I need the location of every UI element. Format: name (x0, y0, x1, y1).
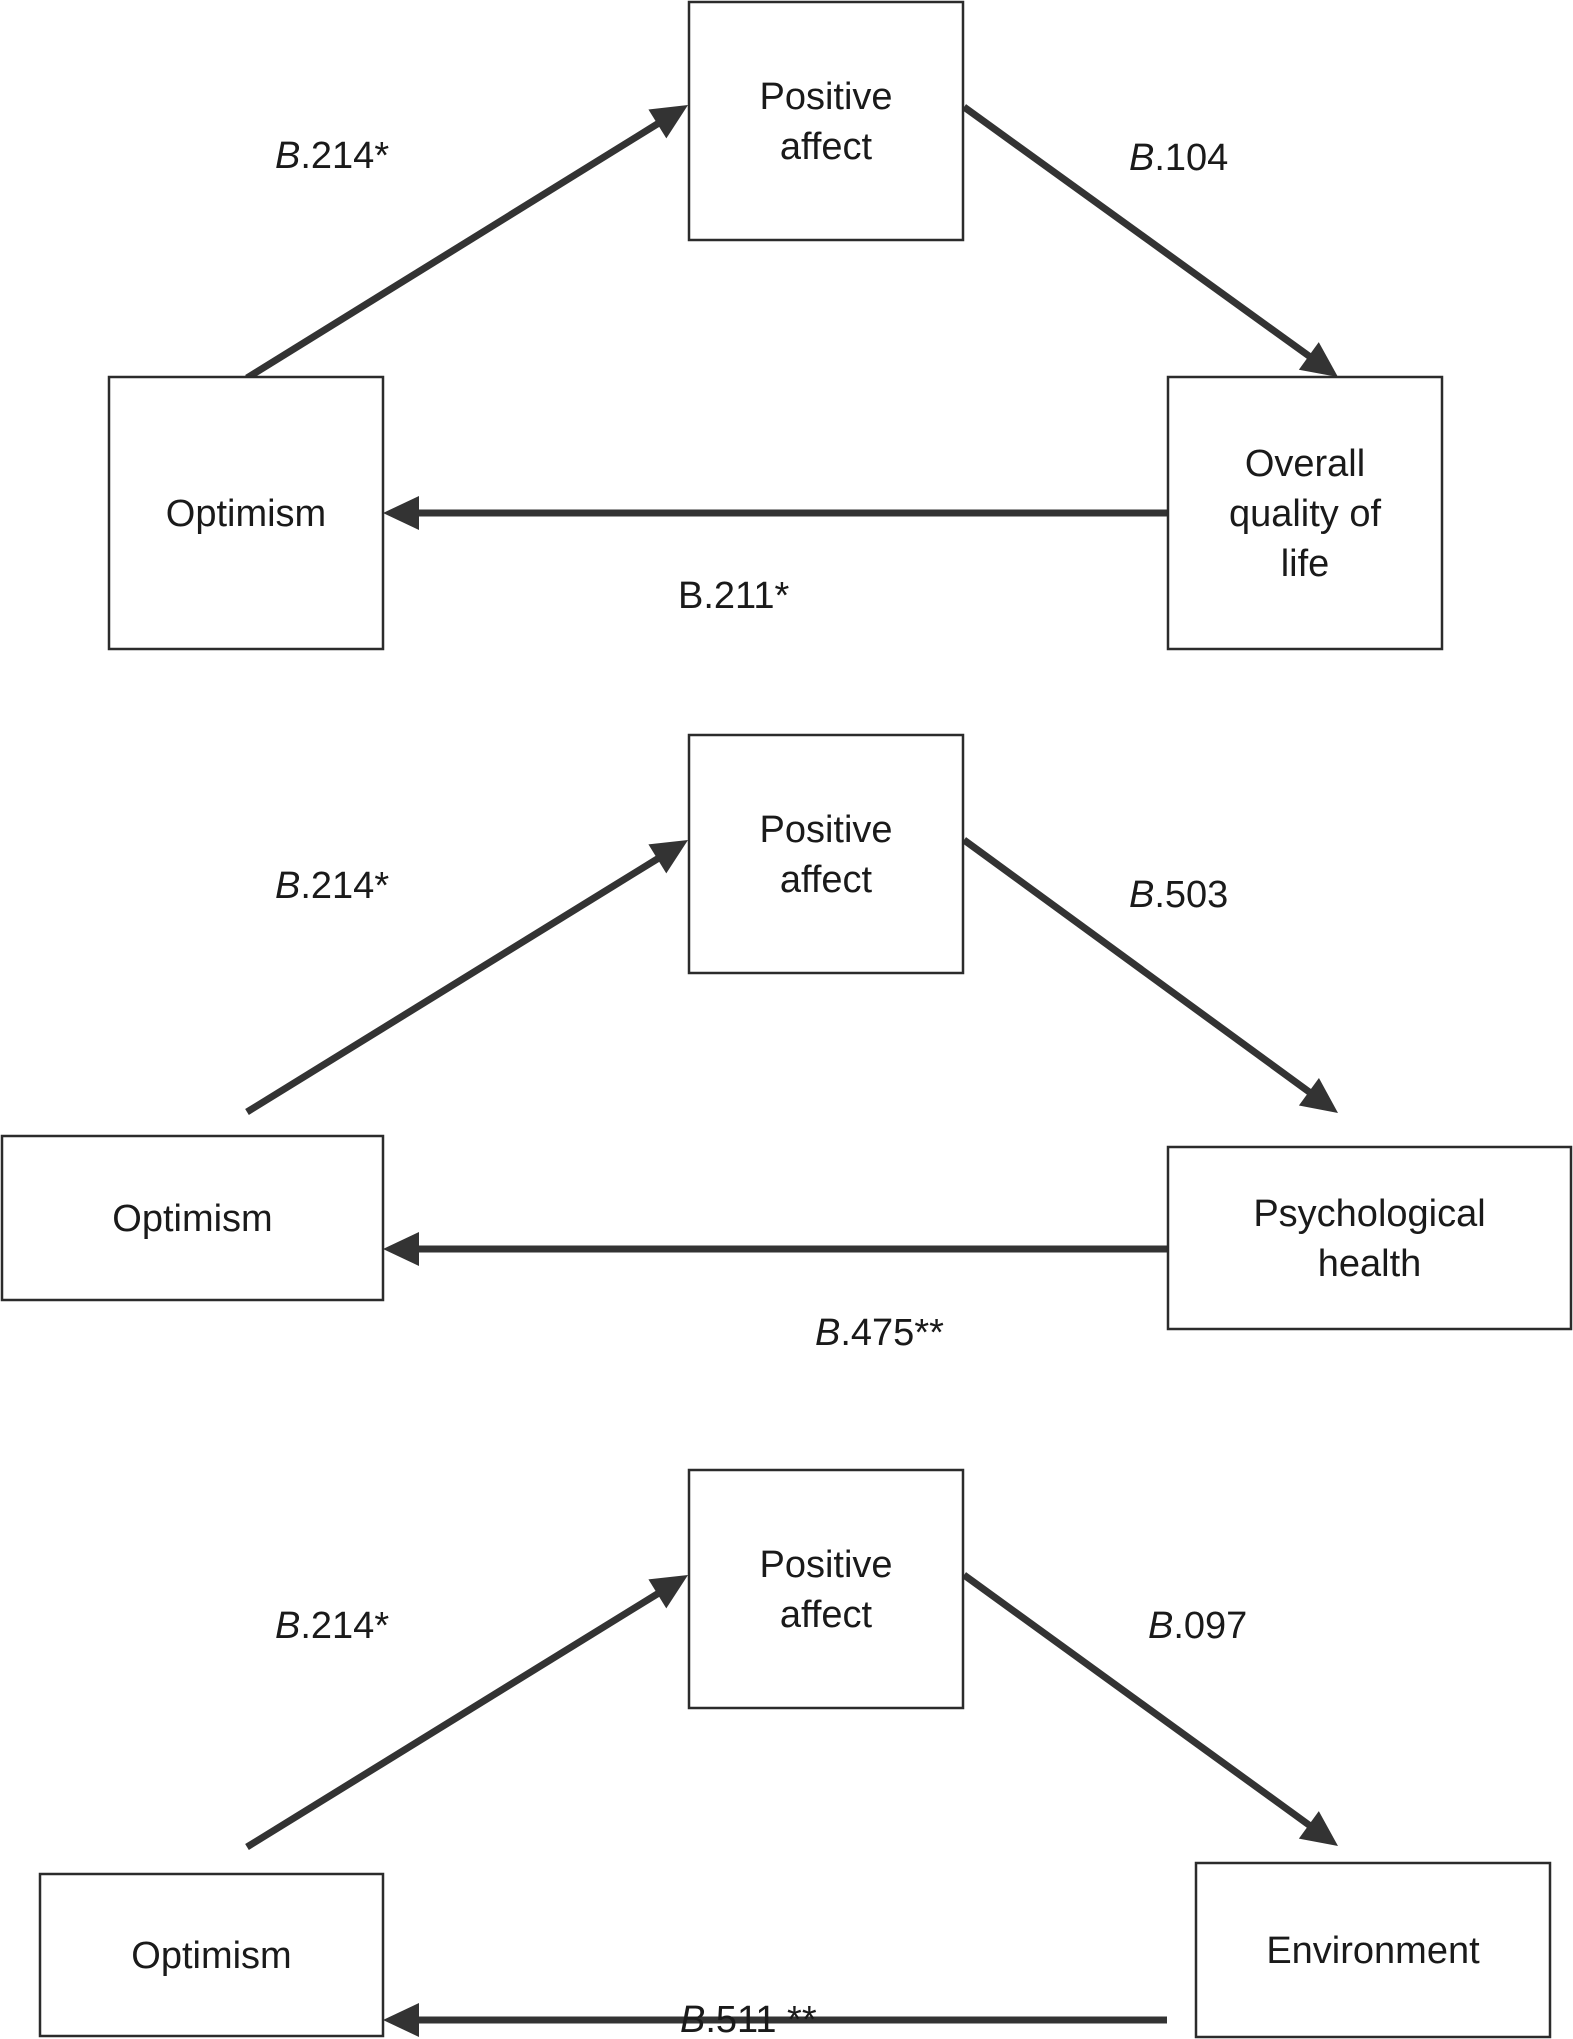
panel-2-node-outcome-label-line: health (1318, 1243, 1422, 1285)
panel-2-arrow-optimism-to-positive-affect-head (648, 840, 688, 874)
panel-1-node-positive-affect-label-line: affect (780, 126, 873, 168)
panel-2-node-optimism: Optimism (0, 1134, 385, 1302)
panel-1-node-optimism-label-line: Optimism (166, 493, 326, 535)
panel-3-arrow-positive-affect-to-outcome (961, 1572, 1338, 1846)
panel-1-arrow-outcome-to-optimism (383, 496, 1167, 530)
panel-1-coef-a-prefix: B (275, 135, 300, 177)
panel-1-arrow-outcome-to-optimism-head (383, 496, 419, 530)
panel-3-coef-b-prefix: B (1148, 1605, 1173, 1647)
panel-2-node-positive-affect: Positive affect (687, 733, 965, 975)
panel-1-coef-b-prefix: B (1129, 137, 1154, 179)
panel-2-arrow-optimism-to-positive-affect (245, 840, 688, 1115)
panel-2-node-optimism-border (0, 1134, 385, 1302)
panel-2-arrow-outcome-to-optimism-head (383, 1232, 419, 1266)
panel-3-arrow-outcome-to-optimism-head (383, 2003, 419, 2037)
panel-2-arrow-optimism-to-positive-affect-shaft (245, 854, 661, 1115)
panel-3-coef-a-value: .214* (300, 1605, 389, 1647)
panel-3-arrow-positive-affect-to-outcome-shaft (961, 1572, 1313, 1829)
panel-3-node-outcome: Environment (1194, 1861, 1552, 2039)
panel-1-coef-b-value: .104 (1154, 137, 1228, 179)
panel-2-arrow-positive-affect-to-outcome-shaft (961, 837, 1313, 1096)
panel-3-coef-a: B.214* (275, 1605, 389, 1647)
panel-3-node-outcome-border (1194, 1861, 1552, 2039)
panel-3-coef-c-value: .511 ** (705, 1999, 816, 2039)
panel-3-coef-c-prefix: B (680, 1999, 705, 2039)
panel-1-coef-c: B.211* (678, 575, 789, 617)
panel-1-node-positive-affect-label-line: Positive (759, 76, 892, 118)
panel-1-node-optimism-border (107, 375, 385, 651)
panel-2-node-optimism-label-line: Optimism (112, 1198, 272, 1240)
panel-1-coef-a-value: .214* (300, 135, 389, 177)
panel-1-coef-c-prefix: B (678, 575, 703, 617)
panel-1-node-outcome-label-line: quality of (1229, 493, 1382, 535)
panel-3-node-positive-affect-border (687, 1468, 965, 1710)
panel-1-arrow-positive-affect-to-outcome-head (1298, 342, 1338, 377)
panel-2-node-outcome-label-line: Psychological (1253, 1193, 1485, 1235)
panel-1-node-outcome-label-line: life (1281, 543, 1330, 585)
panel-1-node-positive-affect-border (687, 0, 965, 242)
panel-3-node-optimism-label-line: Optimism (131, 1935, 291, 1977)
panel-3-coef-b-value: .097 (1173, 1605, 1247, 1647)
panel-1-node-optimism: Optimism (107, 375, 385, 651)
panel-2-coef-a-value: .214* (300, 865, 389, 907)
panel-2-coef-b: B.503 (1129, 874, 1228, 916)
panel-2-node-positive-affect-border (687, 733, 965, 975)
panel-2-coef-b-prefix: B (1129, 874, 1154, 916)
panel-1-arrow-positive-affect-to-outcome (961, 104, 1338, 377)
panel-1-coef-a: B.214* (275, 135, 389, 177)
panel-1-coef-c-value: .211* (703, 575, 789, 617)
panel-3-node-optimism: Optimism (38, 1872, 385, 2038)
panel-2-coef-a: B.214* (275, 865, 389, 907)
panel-3-coef-c: B.511 ** (680, 1999, 817, 2039)
panel-2-coef-a-prefix: B (275, 865, 300, 907)
panel-1-arrow-optimism-to-positive-affect-head (648, 105, 688, 139)
panel-1-node-outcome: Overall quality of life (1166, 375, 1444, 651)
panel-1-node-positive-affect: Positive affect (687, 0, 965, 242)
panel-3-coef-b: B.097 (1148, 1605, 1247, 1647)
panel-3-node-positive-affect: Positive affect (687, 1468, 965, 1710)
panel-1-coef-b: B.104 (1129, 137, 1228, 179)
panel-3-node-outcome-label-line: Environment (1266, 1930, 1480, 1972)
panel-3-node-optimism-border (38, 1872, 385, 2038)
panel-2-coef-c: B.475** (815, 1312, 944, 1354)
panel-2-arrow-positive-affect-to-outcome (961, 837, 1338, 1113)
panel-2-arrow-positive-affect-to-outcome-head (1298, 1078, 1338, 1113)
panel-1-node-outcome-border (1166, 375, 1444, 651)
panel-2-coef-c-value: .475** (840, 1312, 944, 1354)
panel-2-arrow-outcome-to-optimism (383, 1232, 1167, 1266)
panel-2-coef-b-value: .503 (1154, 874, 1228, 916)
panel-3-arrow-optimism-to-positive-affect-shaft (245, 1589, 661, 1850)
panel-2-node-outcome-border (1166, 1145, 1573, 1331)
panel-1-node-outcome-label-line: Overall (1245, 443, 1365, 485)
panel-1-arrow-optimism-to-positive-affect (245, 105, 688, 381)
panel-2-node-outcome: Psychological health (1166, 1145, 1573, 1331)
panel-3-arrow-optimism-to-positive-affect (245, 1575, 688, 1850)
panel-3-arrow-outcome-to-optimism (383, 2003, 1167, 2037)
panel-3-arrow-optimism-to-positive-affect-head (648, 1575, 688, 1609)
panel-1-arrow-optimism-to-positive-affect-shaft (245, 119, 661, 381)
panel-3-arrow-positive-affect-to-outcome-head (1298, 1811, 1338, 1846)
panel-2-node-positive-affect-label-line: Positive (759, 809, 892, 851)
panel-2-node-positive-affect-label-line: affect (780, 859, 873, 901)
panel-2-coef-c-prefix: B (815, 1312, 840, 1354)
panel-3-coef-a-prefix: B (275, 1605, 300, 1647)
panel-3-node-positive-affect-label-line: Positive (759, 1544, 892, 1586)
panel-3-node-positive-affect-label-line: affect (780, 1594, 873, 1636)
panel-1-arrow-positive-affect-to-outcome-shaft (961, 104, 1313, 360)
